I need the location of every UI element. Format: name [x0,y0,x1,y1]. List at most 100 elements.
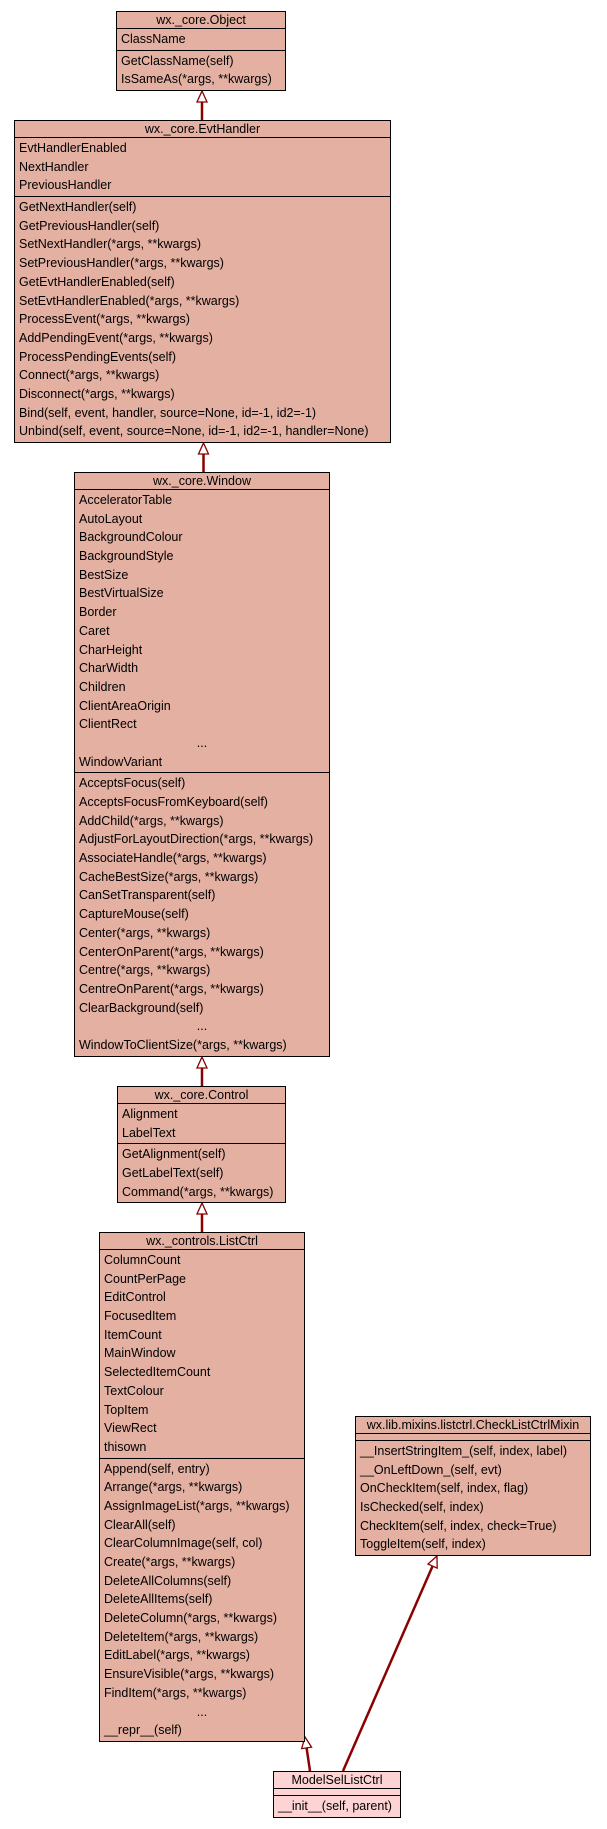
class-name: wx._core.Window [75,473,329,490]
method-item: CenterOnParent(*args, **kwargs) [79,944,264,959]
method-item: GetPreviousHandler(self) [19,218,160,233]
attribute-item: AcceleratorTable [79,493,173,507]
method-item: AddPendingEvent(*args, **kwargs) [19,330,213,345]
method-item: IsSameAs(*args, **kwargs) [121,72,272,87]
attribute-item: BestSize [79,567,129,582]
method-item: SetPreviousHandler(*args, **kwargs) [19,256,224,271]
attribute-item: MainWindow [104,1346,176,1361]
attribute-item: EvtHandlerEnabled [19,141,127,155]
method-item: CacheBestSize(*args, **kwargs) [79,869,259,884]
method-item: Disconnect(*args, **kwargs) [19,386,175,401]
attribute-item: Border [79,605,117,620]
methods-section: AcceptsFocus(self) AcceptsFocusFromKeyboa… [75,773,329,1055]
attribute-item: SelectedItemCount [104,1365,211,1380]
method-item: GetNextHandler(self) [19,200,137,215]
attribute-item: PreviousHandler [19,178,112,193]
attribute-item: ClientAreaOrigin [79,698,171,713]
method-item: Command(*args, **kwargs) [122,1184,274,1199]
attribute-item: ColumnCount [104,1253,181,1267]
method-item: DeleteAllColumns(self) [104,1573,232,1588]
attribute-item: NextHandler [19,159,89,174]
class-name: wx._core.Object [117,12,285,29]
method-item: ProcessPendingEvents(self) [19,349,177,364]
method-item: EnsureVisible(*args, **kwargs) [104,1667,274,1682]
attribute-item: EditControl [104,1290,166,1305]
method-item: ProcessEvent(*args, **kwargs) [19,312,190,327]
attribute-item: ItemCount [104,1327,162,1342]
attribute-item: CountPerPage [104,1271,187,1286]
inheritance-arrowhead-icon [197,441,210,455]
method-item: EditLabel(*args, **kwargs) [104,1648,250,1663]
method-item: ClearBackground(self) [79,1000,204,1015]
method-item: CentreOnParent(*args, **kwargs) [79,981,264,996]
method-item: ... [196,1019,208,1034]
method-item: GetAlignment(self) [122,1147,226,1162]
method-item: DeleteAllItems(self) [104,1592,213,1607]
inheritance-arrowhead-icon [195,89,209,103]
method-item: ... [196,1704,208,1719]
method-item: AdjustForLayoutDirection(*args, **kwargs… [79,832,314,847]
method-item: Bind(self, event, handler, source=None, … [19,405,317,420]
attribute-item: BackgroundColour [79,530,183,545]
method-item: Append(self, entry) [104,1461,210,1476]
method-item: IsChecked(self, index) [360,1500,484,1515]
method-item: AssociateHandle(*args, **kwargs) [79,851,267,866]
method-item: ClearAll(self) [104,1517,176,1532]
attribute-item: BackgroundStyle [79,549,174,564]
inheritance-line-modelsel-to-mixin [341,1565,434,1772]
method-item: FindItem(*args, **kwargs) [104,1685,247,1700]
inheritance-arrowhead-icon [195,1201,209,1215]
method-item: SetNextHandler(*args, **kwargs) [19,237,202,252]
method-item: SetEvtHandlerEnabled(*args, **kwargs) [19,293,240,308]
class-name: wx.lib.mixins.listctrl.CheckListCtrlMixi… [356,1417,590,1434]
class-name: wx._controls.ListCtrl [100,1233,304,1250]
method-item: GetEvtHandlerEnabled(self) [19,274,175,289]
methods-section: GetClassName(self)IsSameAs(*args, **kwar… [117,51,285,90]
attribute-item: ClientRect [79,717,137,732]
method-item: AcceptsFocus(self) [79,776,186,791]
attribute-item: BestVirtualSize [79,586,164,601]
method-item: OnCheckItem(self, index, flag) [360,1481,529,1496]
method-item: __repr__(self) [104,1723,182,1738]
attribute-item: thisown [104,1439,147,1454]
attribute-item: CharWidth [79,661,139,676]
attribute-item: ClassName [121,32,186,46]
attribute-item: CharHeight [79,642,143,657]
method-item: WindowToClientSize(*args, **kwargs) [79,1037,287,1052]
class-name: wx._core.EvtHandler [15,121,390,138]
methods-section: __InsertStringItem_(self, index, label)_… [356,1441,590,1555]
method-item: __init__(self, parent) [278,1799,392,1813]
method-item: GetLabelText(self) [122,1166,224,1181]
inheritance-line-modelsel-to-listctrl [305,1747,312,1772]
method-item: Center(*args, **kwargs) [79,925,211,940]
attribute-item: TopItem [104,1402,149,1417]
methods-section: GetAlignment(self) GetLabelText(self) Comm… [118,1144,285,1202]
class-box-modelsellistctrl[interactable]: ModelSelListCtrl__init__(self, parent) [273,1771,401,1818]
method-item: AcceptsFocusFromKeyboard(self) [79,795,268,809]
method-item: Connect(*args, **kwargs) [19,368,160,383]
attributes-section [274,1789,400,1796]
inheritance-arrowhead-icon [426,1554,438,1570]
method-item: DeleteItem(*args, **kwargs) [104,1629,259,1644]
inheritance-arrowhead-icon [195,1055,209,1069]
method-item: Arrange(*args, **kwargs) [104,1480,243,1495]
inheritance-arrowhead-icon [300,1735,313,1750]
methods-section: __init__(self, parent) [274,1796,400,1817]
attribute-item: Alignment [122,1107,178,1121]
methods-section: Append(self, entry) Arrange(*args, **kwar… [100,1459,304,1741]
attribute-item: WindowVariant [79,754,163,769]
method-item: ClearColumnImage(self, col) [104,1536,263,1551]
attribute-item: LabelText [122,1125,176,1140]
method-item: Unbind(self, event, source=None, id=-1, … [19,424,369,439]
class-box-checklistctrlmixin[interactable]: wx.lib.mixins.listctrl.CheckListCtrlMixi… [355,1416,591,1557]
